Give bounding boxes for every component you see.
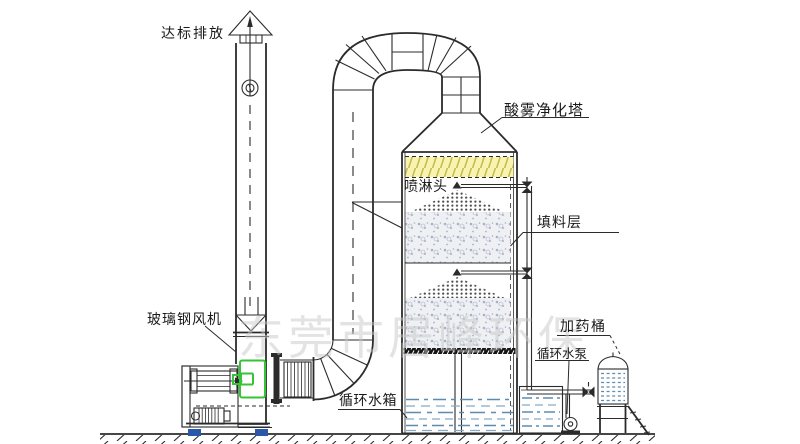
valve-icon: [521, 263, 533, 279]
packing-layer-2: [405, 298, 511, 348]
label-dosing-barrel: 加药桶: [560, 319, 607, 335]
side-tank: [518, 385, 564, 434]
fan-motor-lower: [190, 407, 231, 425]
fan-inlet-duct: [266, 353, 315, 404]
damper: [283, 361, 312, 398]
support-grid: [403, 348, 516, 354]
valve-icon: [521, 177, 533, 193]
label-fan: 玻璃钢风机: [147, 312, 222, 328]
fan-base: [186, 422, 270, 436]
spray-nozzle-icon: [452, 268, 462, 276]
dosing-barrel: [597, 352, 651, 436]
connecting-duct: [332, 32, 518, 342]
label-spray-header: 喷淋头: [404, 179, 448, 195]
purification-tower: [351, 151, 527, 434]
valve-icon: [582, 382, 595, 398]
spray-riser-pipe: [521, 177, 595, 435]
foot: [255, 429, 268, 436]
ladder: [627, 405, 651, 436]
barrel-stand: [597, 404, 628, 433]
ground: [100, 433, 655, 444]
label-water-tank: 循环水箱: [339, 393, 397, 409]
spray-header-1: [452, 181, 527, 189]
packing-layer-1: [405, 212, 511, 263]
elbow-duct: [313, 339, 374, 401]
spray-header-2: [452, 268, 527, 276]
fan-assembly: [180, 359, 290, 436]
packing-mound: [410, 190, 505, 212]
fan-housing: [232, 359, 266, 399]
packing-mound: [410, 277, 505, 298]
label-discharge: 达标排放: [161, 26, 225, 42]
label-water-pump: 循环水泵: [537, 346, 588, 361]
sump: [406, 354, 513, 432]
foot: [188, 429, 201, 436]
label-packing-layer: 填料层: [537, 215, 582, 231]
flange: [271, 353, 282, 404]
label-tower: 酸雾净化塔: [504, 101, 585, 119]
demister-layer: [405, 155, 514, 179]
monitoring-port-icon: [241, 79, 259, 97]
leader-lines: [204, 117, 622, 419]
pump-icon: [561, 416, 580, 435]
spray-nozzle-icon: [452, 181, 462, 189]
